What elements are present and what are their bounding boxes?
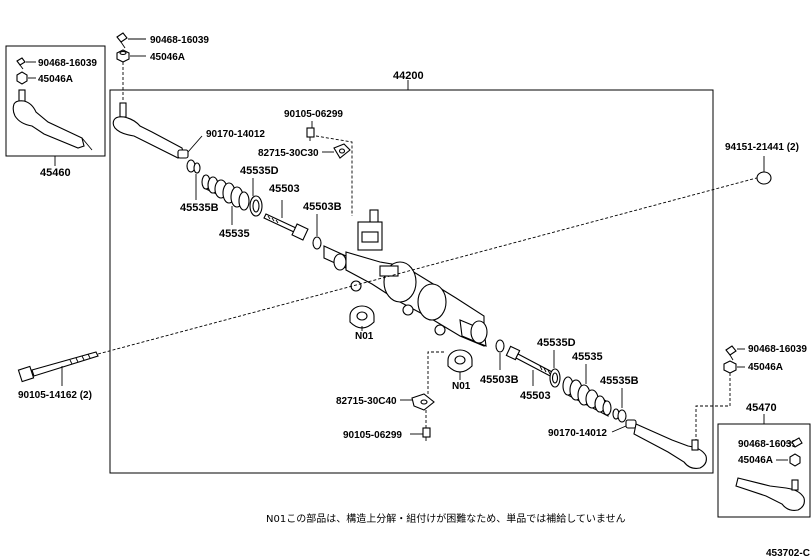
- bracket-top-icon: [333, 143, 351, 159]
- label-bracket-bolt-top[interactable]: 90105-06299: [284, 109, 343, 120]
- tie-rod-end-right-icon: [633, 423, 707, 469]
- boot-right-b-icon: [612, 408, 627, 423]
- right-bolt-icon: [725, 345, 737, 361]
- label-45470[interactable]: 45470: [746, 402, 777, 414]
- label-bracket-bolt-bottom[interactable]: 90105-06299: [343, 430, 402, 441]
- grommet-right-top-icon: [756, 171, 772, 185]
- left-inset-frame: [5, 45, 106, 157]
- boot-band-right-icon: [549, 368, 561, 388]
- label-boot-clamp-left[interactable]: 90170-14012: [206, 129, 265, 140]
- right-nut-icon: [723, 360, 737, 374]
- label-boot-left[interactable]: 45535: [219, 228, 250, 240]
- boot-clamp-left-icon: [177, 149, 189, 159]
- label-tie-rod-left-b[interactable]: 45503B: [303, 201, 342, 213]
- right-box-nut-icon: [776, 453, 801, 467]
- label-long-bolt[interactable]: 90105-14162 (2): [18, 390, 92, 401]
- steering-gear-housing-icon: [323, 209, 488, 347]
- label-no1-right[interactable]: N01: [452, 381, 471, 392]
- figure-id: 453702-C: [766, 548, 810, 559]
- label-right-box-bolt[interactable]: 90468-16039: [738, 439, 797, 450]
- label-grommet-right[interactable]: 94151-21441 (2): [725, 142, 799, 153]
- label-45460[interactable]: 45460: [40, 167, 71, 179]
- label-bracket-top[interactable]: 82715-30C30: [258, 148, 319, 159]
- tie-rod-end-left-icon: [112, 102, 185, 159]
- label-tie-rod-right[interactable]: 45503: [520, 390, 551, 402]
- label-boot-right[interactable]: 45535: [572, 351, 603, 363]
- label-tie-rod-right-b[interactable]: 45503B: [480, 374, 519, 386]
- label-boot-band-right[interactable]: 45535D: [537, 337, 576, 349]
- label-boot-right-b[interactable]: 45535B: [600, 375, 639, 387]
- label-tie-rod-left[interactable]: 45503: [269, 183, 300, 195]
- grommet-right-icon: [447, 349, 473, 373]
- top-nut-icon: [116, 49, 130, 63]
- right-box-bolt-icon: [784, 437, 803, 448]
- boot-left-a-icon: [186, 159, 201, 174]
- label-right-bolt[interactable]: 90468-16039: [748, 344, 807, 355]
- boot-left-icon: [201, 174, 250, 211]
- label-right-box-nut[interactable]: 45046A: [738, 455, 773, 466]
- left-box-bolt-icon: [16, 57, 26, 70]
- label-left-box-nut[interactable]: 45046A: [38, 74, 73, 85]
- left-tie-rod-end-icon: [12, 89, 93, 151]
- label-bracket-bottom[interactable]: 82715-30C40: [336, 396, 397, 407]
- label-boot-clamp-right[interactable]: 90170-14012: [548, 428, 607, 439]
- grommet-left-icon: [349, 305, 375, 329]
- tie-rod-right-icon: [505, 345, 557, 379]
- bracket-bolt-top-icon: [306, 127, 315, 141]
- label-boot-left-a[interactable]: 45535B: [180, 202, 219, 214]
- label-top-bolt[interactable]: 90468-16039: [150, 35, 209, 46]
- long-bolt-icon: [17, 351, 99, 383]
- label-no1-left[interactable]: N01: [355, 331, 374, 342]
- bracket-bolt-bottom-icon: [422, 427, 431, 441]
- boot-right-icon: [562, 376, 612, 417]
- tie-rod-left-b-icon: [312, 236, 322, 250]
- label-boot-band-left[interactable]: 45535D: [240, 165, 279, 177]
- boot-band-left-icon: [249, 195, 263, 217]
- footnote-text: N01この部品は、構造上分解・組付けが困難なため、単品では補給していません: [266, 512, 626, 525]
- label-44200[interactable]: 44200: [393, 70, 424, 82]
- label-right-nut[interactable]: 45046A: [748, 362, 783, 373]
- main-assembly-frame: [109, 89, 714, 474]
- tie-rod-left-icon: [263, 213, 309, 241]
- label-top-nut[interactable]: 45046A: [150, 52, 185, 63]
- left-box-nut-icon: [16, 71, 28, 85]
- top-bolt-icon: [116, 32, 128, 49]
- right-tie-rod-end-icon: [735, 477, 805, 511]
- tie-rod-right-b-icon: [495, 339, 505, 353]
- boot-clamp-right-icon: [625, 419, 637, 429]
- label-left-box-bolt[interactable]: 90468-16039: [38, 58, 97, 69]
- bracket-bottom-icon: [411, 393, 435, 411]
